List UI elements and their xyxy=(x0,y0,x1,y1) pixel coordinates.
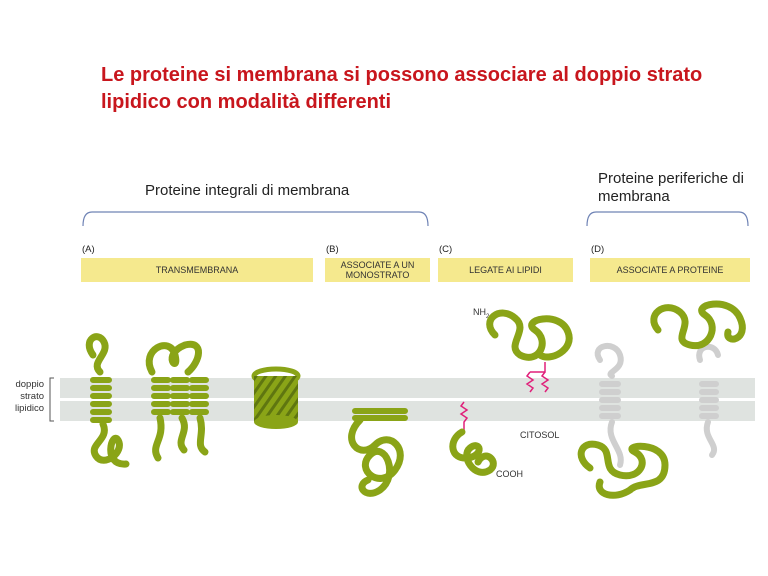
beta-barrel xyxy=(251,366,301,429)
category-d-letter: (D) xyxy=(591,244,605,255)
peripheral-associated-proteins xyxy=(577,300,746,499)
category-d-band: ASSOCIATE A PROTEINE xyxy=(590,258,750,282)
lipid-anchor-top xyxy=(525,362,550,393)
transmembrane-single-pass xyxy=(85,333,130,468)
cooh-label: COOH xyxy=(496,469,523,479)
category-b-band: ASSOCIATE A UN MONOSTRATO xyxy=(325,258,430,282)
cytosol-label: CITOSOL xyxy=(520,430,560,440)
membrane-bracket xyxy=(49,377,54,422)
slide-title: Le proteine si membrana si possono assoc… xyxy=(101,64,703,113)
lipid-anchor-bottom xyxy=(459,401,469,430)
transmembrane-multi-pass xyxy=(145,340,209,462)
integral-brace xyxy=(82,211,429,227)
peripheral-proteins-label: Proteine periferiche di membrana xyxy=(598,170,744,205)
monolayer-associated-protein xyxy=(348,408,408,497)
category-a-band: TRANSMEMBRANA xyxy=(81,258,313,282)
category-c-letter: (C) xyxy=(439,244,453,255)
category-b-letter: (B) xyxy=(326,244,339,255)
membrane-side-label: doppio strato lipidico xyxy=(14,379,44,414)
integral-proteins-label: Proteine integrali di membrana xyxy=(145,182,350,199)
nh2-label: NH2 xyxy=(473,307,490,320)
peripheral-brace xyxy=(586,211,749,227)
category-a-letter: (A) xyxy=(82,244,95,255)
category-c-band: LEGATE AI LIPIDI xyxy=(438,258,573,282)
peripheral-transmembrane-carriers xyxy=(594,343,721,468)
lipid-anchored-protein-top xyxy=(486,309,573,393)
lipid-anchored-protein-bottom xyxy=(449,401,497,476)
